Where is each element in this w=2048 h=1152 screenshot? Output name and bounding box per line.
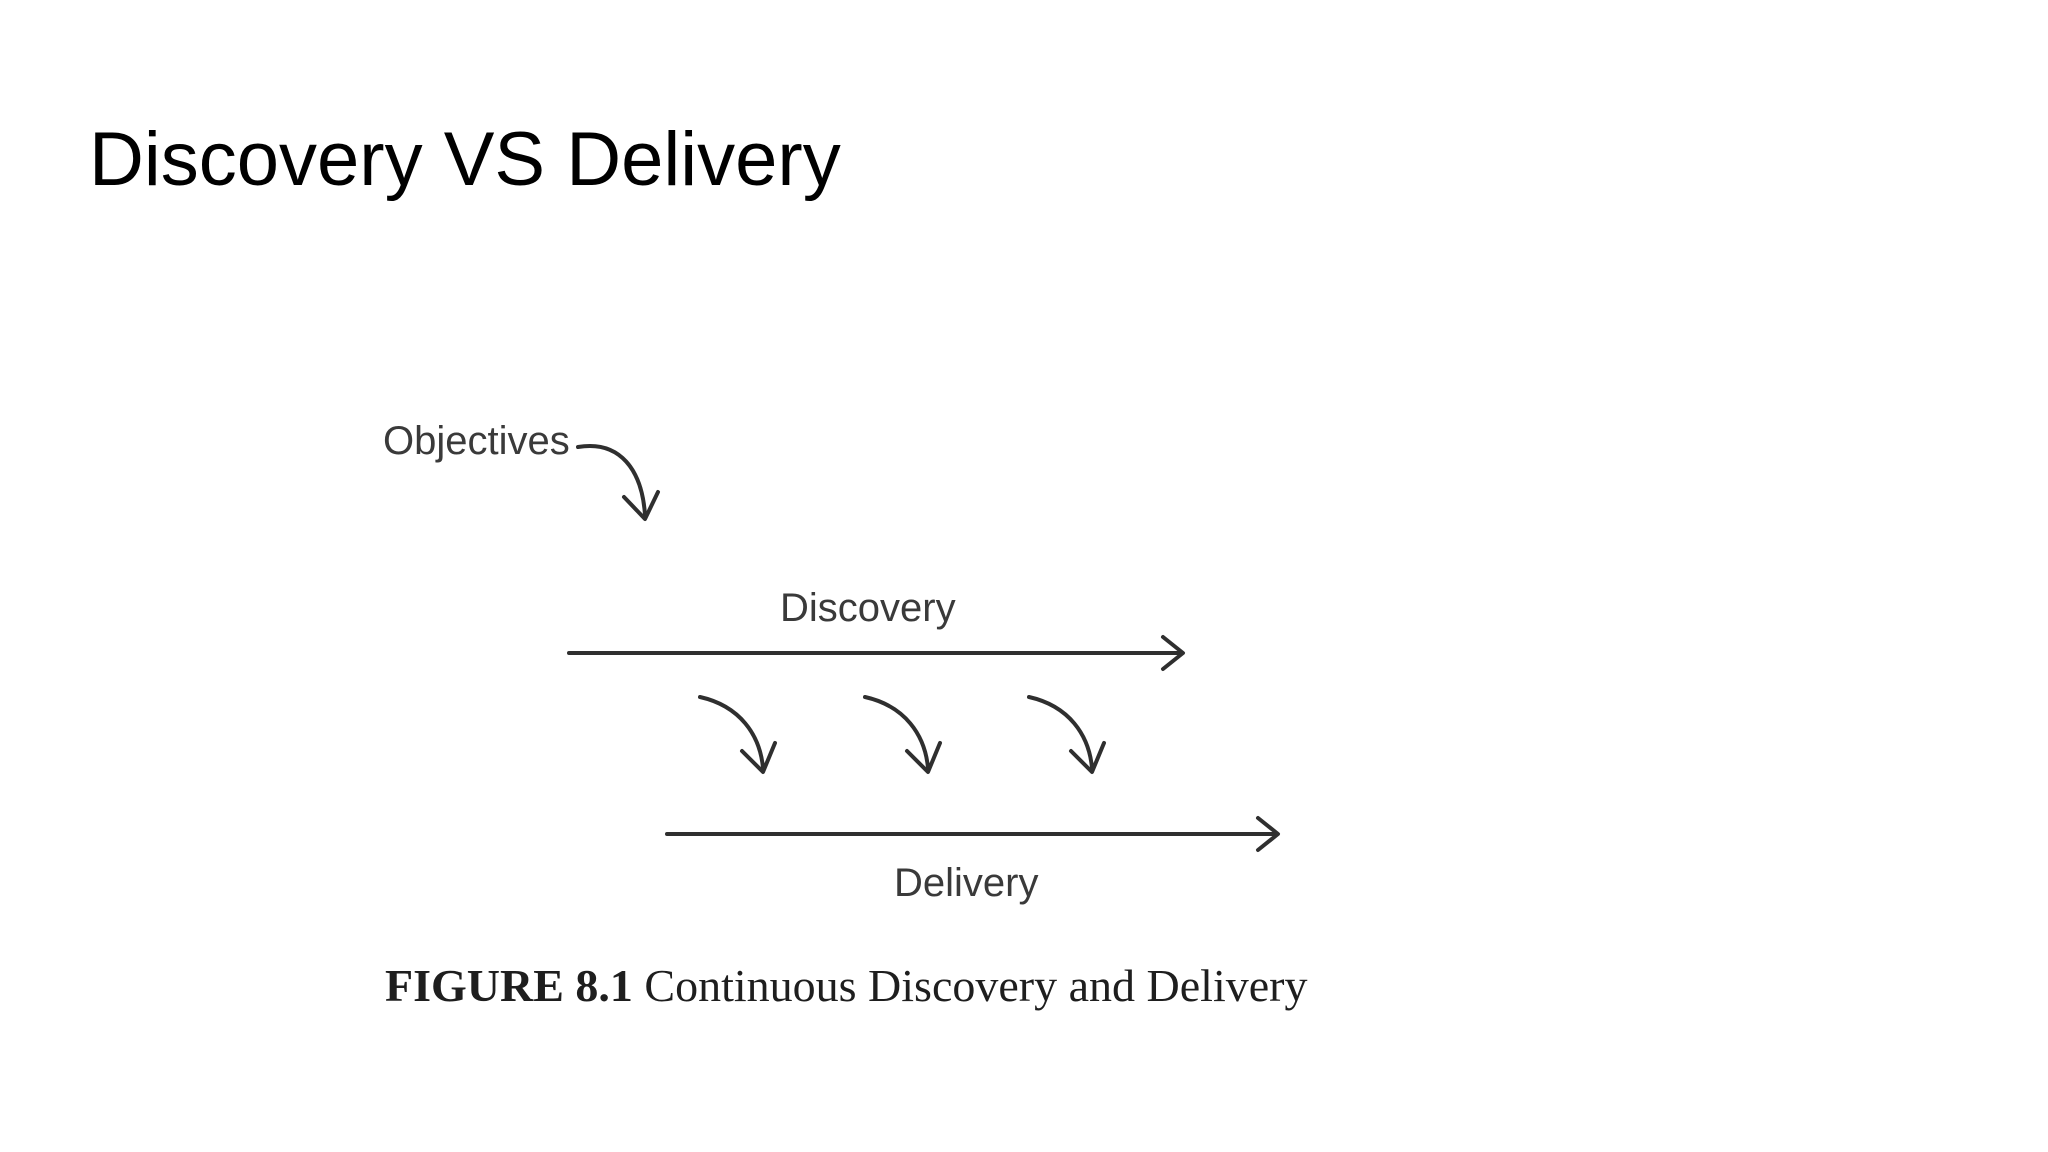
figure-caption-label: FIGURE 8.1 [385, 960, 633, 1011]
objectives-label: Objectives [383, 419, 570, 463]
figure-caption-text: Continuous Discovery and Delivery [632, 960, 1308, 1011]
discovery-arrow [567, 635, 1185, 671]
handoff-arrow [1027, 695, 1106, 774]
delivery-arrow [665, 816, 1280, 852]
slide-title: Discovery VS Delivery [89, 117, 841, 202]
figure-caption: FIGURE 8.1 Continuous Discovery and Deli… [385, 963, 1307, 1009]
handoff-arrow [698, 695, 777, 774]
handoff-arrow [863, 695, 942, 774]
discovery-label: Discovery [780, 586, 956, 630]
objectives-arrow [576, 444, 660, 521]
delivery-label: Delivery [894, 861, 1038, 905]
